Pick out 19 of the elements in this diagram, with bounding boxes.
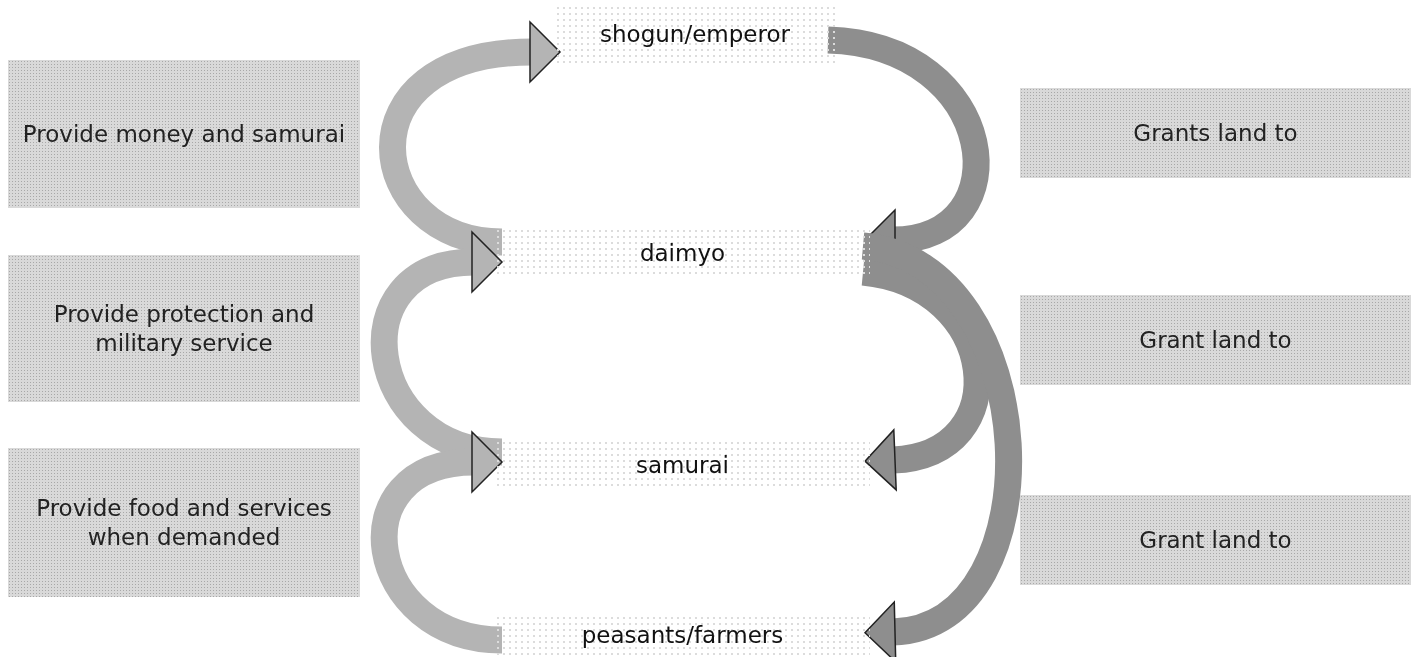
- label-box: [1020, 295, 1411, 385]
- hierarchy-level: samurai: [635, 450, 730, 480]
- box-label: Grant land to: [1139, 325, 1292, 355]
- label-box: [1020, 495, 1411, 585]
- hierarchy-level: peasants/farmers: [580, 620, 785, 650]
- label-box: [8, 255, 360, 402]
- label-box: [8, 60, 360, 208]
- curved-arrow: [860, 258, 990, 491]
- hierarchy-level: shogun/emperor: [599, 19, 791, 49]
- label-box: [1020, 88, 1411, 178]
- hierarchy-level: daimyo: [638, 238, 727, 268]
- box-label: Provide protection and military service: [52, 299, 316, 358]
- box-label: Grant land to: [1139, 525, 1292, 555]
- box-label: Provide food and services when demanded: [35, 493, 333, 552]
- label-box: [8, 448, 360, 597]
- box-label: Grants land to: [1133, 118, 1298, 148]
- curved-arrow: [859, 232, 1022, 657]
- box-label: Provide money and samurai: [22, 119, 346, 149]
- curved-arrow: [371, 231, 504, 466]
